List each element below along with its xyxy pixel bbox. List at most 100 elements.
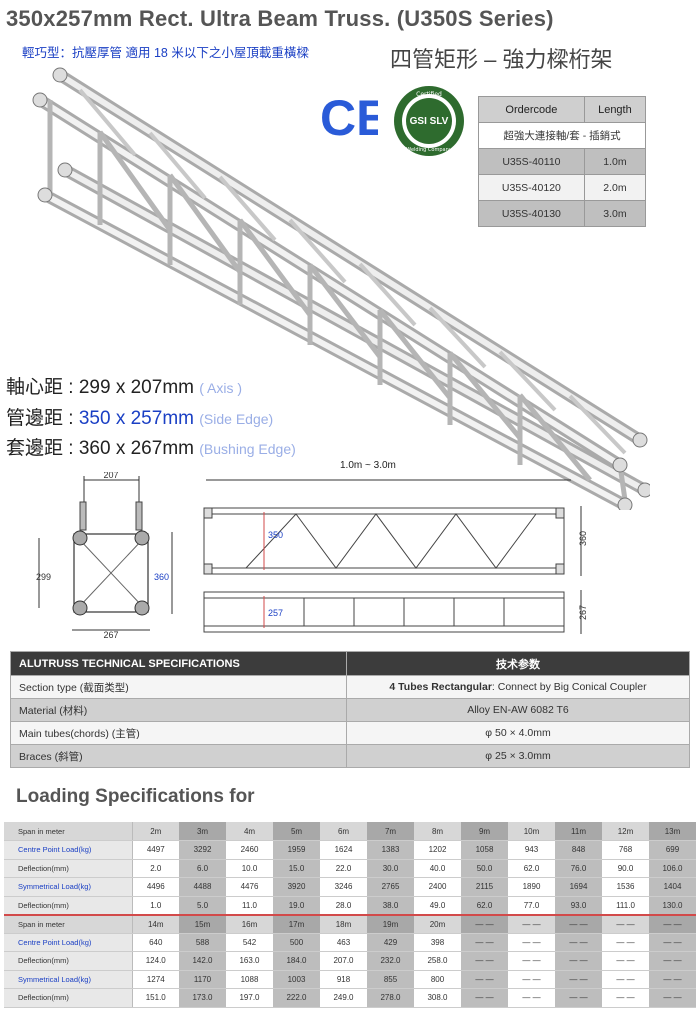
dim-hint: (Bushing Edge) [199, 441, 296, 457]
table-cell: 222.0 [273, 988, 320, 1008]
dim-label: 管邊距 [6, 408, 64, 429]
table-cell: — — [555, 970, 602, 989]
table-cell: 588 [179, 933, 226, 952]
table-cell: 124.0 [132, 951, 179, 971]
table-cell: 4497 [132, 840, 179, 860]
table-row: Braces (斜管) φ 25 × 3.0mm [10, 744, 690, 768]
table-cell: — — [508, 988, 555, 1008]
table-cell: 1404 [649, 877, 696, 897]
spec-value-text: : Connect by Big Conical Coupler [491, 681, 647, 693]
loading-title: Loading Specifications for [16, 786, 255, 807]
table-cell: — — [602, 951, 649, 971]
svg-text:GSI SLV: GSI SLV [410, 116, 449, 127]
dimension-bushing: 套邊距 : 360 x 267mm (Bushing Edge) [6, 438, 296, 459]
svg-text:207: 207 [103, 472, 118, 480]
table-cell: 800 [414, 970, 461, 989]
dim-label: 軸心距 [6, 377, 64, 398]
order-header-code: Ordercode [478, 96, 585, 123]
table-cell: 1058 [461, 840, 508, 860]
table-cell: 90.0 [602, 859, 649, 878]
table-cell: 3m [179, 822, 226, 841]
dim-hint: ( Axis ) [199, 380, 243, 396]
table-cell: — — [602, 933, 649, 952]
spec-label: Braces (斜管) [10, 744, 347, 768]
table-cell: 207.0 [320, 951, 367, 971]
svg-text:Certified: Certified [416, 91, 442, 98]
table-cell: — — [555, 914, 602, 934]
svg-text:CE: CE [320, 92, 378, 142]
dim-label: 套邊距 [6, 438, 64, 459]
spec-value-bold: 4 Tubes Rectangular [389, 681, 492, 693]
table-cell: 1890 [508, 877, 555, 897]
table-cell: 173.0 [179, 988, 226, 1008]
table-cell: 111.0 [602, 896, 649, 916]
table-cell: — — [461, 970, 508, 989]
table-cell: 3292 [179, 840, 226, 860]
table-cell: 1536 [602, 877, 649, 897]
table-cell: 1088 [226, 970, 273, 989]
page-title: 350x257mm Rect. Ultra Beam Truss. (U350S… [6, 6, 554, 31]
table-cell: 4496 [132, 877, 179, 897]
table-cell: 8m [414, 822, 461, 841]
table-cell: — — [508, 970, 555, 989]
table-row: Section type (截面类型) 4 Tubes Rectangular:… [10, 675, 690, 699]
svg-text:267: 267 [578, 605, 588, 620]
row-label: Deflection(mm) [4, 896, 133, 916]
table-cell: 7m [367, 822, 414, 841]
table-cell: 15m [179, 914, 226, 934]
spec-value: Alloy EN-AW 6082 T6 [346, 698, 690, 722]
table-cell: 49.0 [414, 896, 461, 916]
table-cell: 6m [320, 822, 367, 841]
table-cell: — — [461, 914, 508, 934]
spec-label: Main tubes(chords) (主管) [10, 721, 347, 745]
table-cell: — — [602, 988, 649, 1008]
table-cell: 768 [602, 840, 649, 860]
side-elevation-drawing: 350 360 257 267 [203, 479, 588, 634]
table-cell: 249.0 [320, 988, 367, 1008]
table-cell: 2.0 [132, 859, 179, 878]
cross-section-drawing: 207 299 360 267 [36, 472, 173, 640]
table-cell: 500 [273, 933, 320, 952]
table-cell: 20m [414, 914, 461, 934]
table-cell: 10m [508, 822, 555, 841]
order-table: Ordercode Length 超強大連接軸/套 - 插銷式 U35S-401… [478, 96, 647, 227]
table-cell: 4476 [226, 877, 273, 897]
order-length: 3.0m [583, 200, 647, 227]
table-cell: 398 [414, 933, 461, 952]
table-cell: 9m [461, 822, 508, 841]
order-length: 2.0m [583, 174, 647, 201]
table-cell: 1694 [555, 877, 602, 897]
table-cell: 918 [320, 970, 367, 989]
table-cell: 2765 [367, 877, 414, 897]
table-cell: 699 [649, 840, 696, 860]
table-cell: 50.0 [461, 859, 508, 878]
table-cell: 1624 [320, 840, 367, 860]
row-label: Symmetrical Load(kg) [4, 970, 133, 989]
table-cell: 1959 [273, 840, 320, 860]
table-cell: 848 [555, 840, 602, 860]
dimension-side: 管邊距 : 350 x 257mm (Side Edge) [6, 408, 274, 429]
table-cell: 18m [320, 914, 367, 934]
table-cell: 14m [132, 914, 179, 934]
table-cell: 1274 [132, 970, 179, 989]
svg-text:350: 350 [268, 530, 283, 540]
table-cell: — — [508, 951, 555, 971]
title-cn: 四管矩形 – 強力樑桁架 [390, 47, 613, 72]
table-cell: 5m [273, 822, 320, 841]
svg-text:360: 360 [154, 572, 169, 582]
spec-value: φ 25 × 3.0mm [346, 744, 690, 768]
table-cell: 4m [226, 822, 273, 841]
table-cell: — — [461, 933, 508, 952]
order-code: U35S-40130 [478, 200, 585, 227]
svg-text:257: 257 [268, 608, 283, 618]
table-cell: — — [461, 988, 508, 1008]
table-cell: 258.0 [414, 951, 461, 971]
dim-value: 299 x 207mm [78, 377, 194, 398]
table-cell: 5.0 [179, 896, 226, 916]
table-cell: — — [555, 951, 602, 971]
